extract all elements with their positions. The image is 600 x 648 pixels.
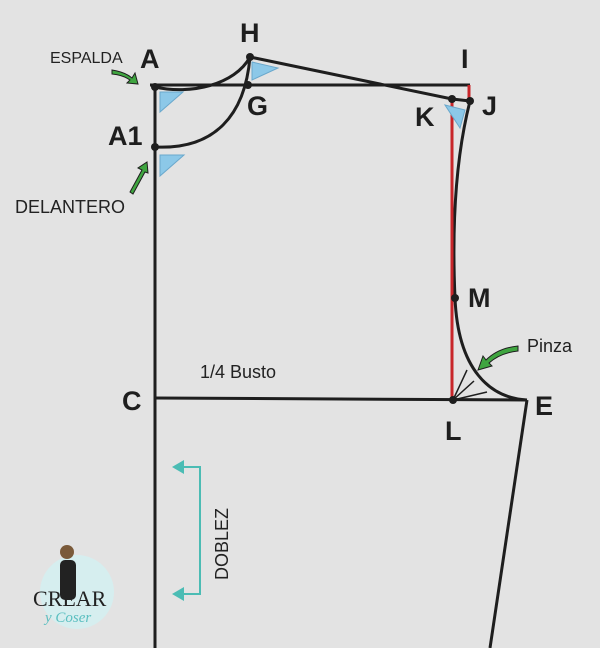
ruler-icon <box>159 154 186 178</box>
arrow-icon <box>129 161 149 195</box>
armhole-curve <box>452 100 528 402</box>
point-label-g: G <box>247 91 268 121</box>
pinza-label: Pinza <box>527 336 573 356</box>
point-label-e: E <box>535 391 553 421</box>
point-dots <box>151 53 474 404</box>
front-neck-curve <box>154 56 252 149</box>
fold-bracket <box>178 466 201 595</box>
point-label-j: J <box>482 91 497 121</box>
bust-label: 1/4 Busto <box>200 362 276 382</box>
doblez-label: DOBLEZ <box>212 508 232 580</box>
bust-line <box>154 396 528 402</box>
point-label-c: C <box>122 386 142 416</box>
point-label-a1: A1 <box>108 121 143 151</box>
dart-lines <box>452 369 488 401</box>
back-neck-curve <box>154 56 252 92</box>
ruler-icon <box>159 91 185 114</box>
arrow-left-icon <box>172 460 184 474</box>
logo: CREAR y Coser <box>33 545 114 629</box>
fold-arrows <box>172 460 184 601</box>
point-label-l: L <box>445 416 462 446</box>
ruler-icon <box>443 104 466 130</box>
arrow-left-icon <box>172 587 184 601</box>
shoulder-line <box>249 55 471 103</box>
arrow-icon <box>477 345 519 371</box>
point-label-i: I <box>461 44 469 74</box>
ruler-icons <box>159 61 466 178</box>
point-label-m: M <box>468 283 491 313</box>
svg-text:y Coser: y Coser <box>43 610 91 626</box>
espalda-label: ESPALDA <box>50 50 123 67</box>
point-label-k: K <box>415 102 435 132</box>
svg-text:CREAR: CREAR <box>33 586 107 611</box>
arrow-icons <box>111 69 519 371</box>
arrow-icon <box>111 69 139 85</box>
delantero-label: DELANTERO <box>15 197 125 217</box>
point-label-h: H <box>240 18 260 48</box>
ruler-icon <box>251 61 280 81</box>
side-seam <box>488 399 529 648</box>
point-label-a: A <box>140 44 160 74</box>
